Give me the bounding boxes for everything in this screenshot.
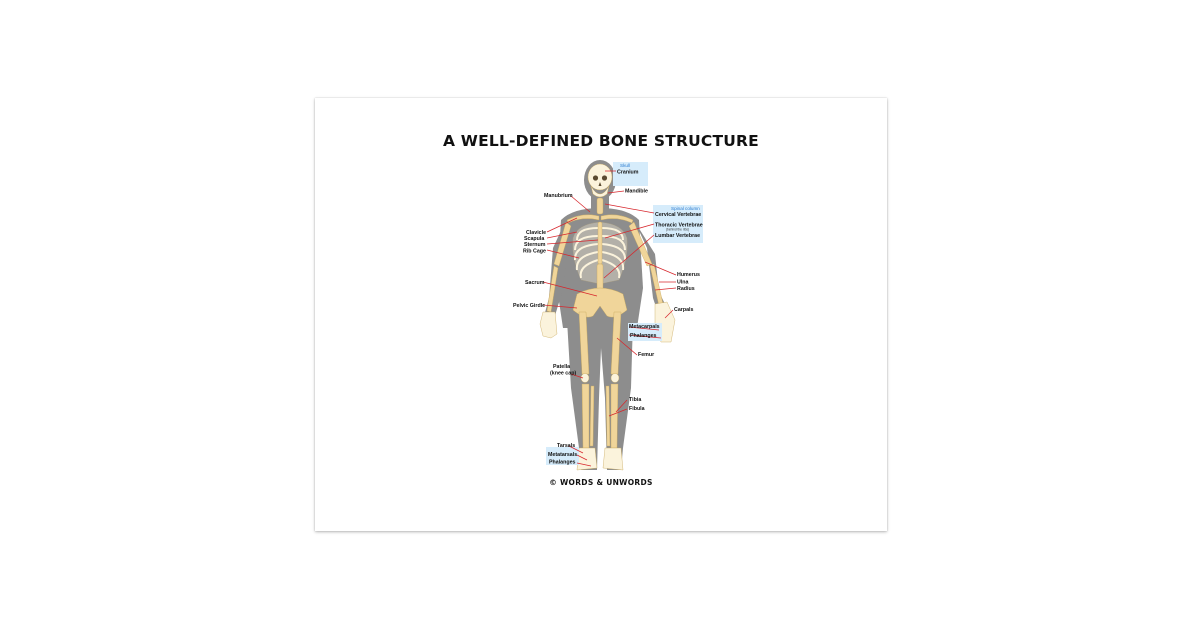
group-spinal-column: Spinal column [671,206,700,211]
skeleton-bones [539,163,676,471]
label-tarsals: Tarsals [557,443,575,449]
skull-bone [587,163,613,191]
label-humerus: Humerus [677,272,700,278]
leader-lines [542,170,677,467]
label-rib-cage: Rib Cage [523,249,546,255]
left-hand-bones [539,311,558,339]
label-hand-phalanges: Phalanges [630,333,657,339]
label-ulna: Ulna [677,280,689,286]
label-knee-cap: (knee cap) [550,371,576,377]
label-pelvic-girdle: Pelvic Girdle [513,303,545,309]
skeleton-diagram: Skull Cranium Mandible Manubrium Spinal … [513,160,703,471]
poster-title: A WELL-DEFINED BONE STRUCTURE [443,132,759,150]
label-sacrum: Sacrum [525,280,545,286]
label-metacarpals: Metacarpals [629,324,660,330]
labels: Skull Cranium Mandible Manubrium Spinal … [513,163,703,466]
label-metatarsals: Metatarsals [548,452,577,458]
label-lumbar-vertebrae: Lumbar Vertebrae [655,233,700,239]
label-manubrium: Manubrium [544,193,573,199]
label-scapula: Scapula [524,236,544,242]
label-carpals: Carpals [674,307,693,313]
label-femur: Femur [638,352,654,358]
label-foot-phalanges: Phalanges [549,460,576,466]
label-cranium: Cranium [617,170,639,176]
copyright-footer: © WORDS & UNWORDS [549,478,653,487]
poster-card: A WELL-DEFINED BONE STRUCTURE [315,98,887,531]
label-tibia: Tibia [629,397,641,403]
group-skull: Skull [620,163,630,168]
label-cervical-vertebrae: Cervical Vertebrae [655,212,701,218]
label-mandible: Mandible [625,189,648,195]
label-patella: Patella [553,364,570,370]
label-thoracic-note: (behind the ribs) [666,228,689,232]
label-clavicle: Clavicle [526,230,546,236]
body-silhouette [543,160,669,470]
label-fibula: Fibula [629,406,645,412]
right-foot-bones [602,447,624,471]
label-radius: Radius [677,286,695,292]
label-sternum: Sternum [524,242,546,248]
label-thoracic-vertebrae: Thoracic Vertebrae [655,223,703,229]
mandible-bone [590,185,610,198]
